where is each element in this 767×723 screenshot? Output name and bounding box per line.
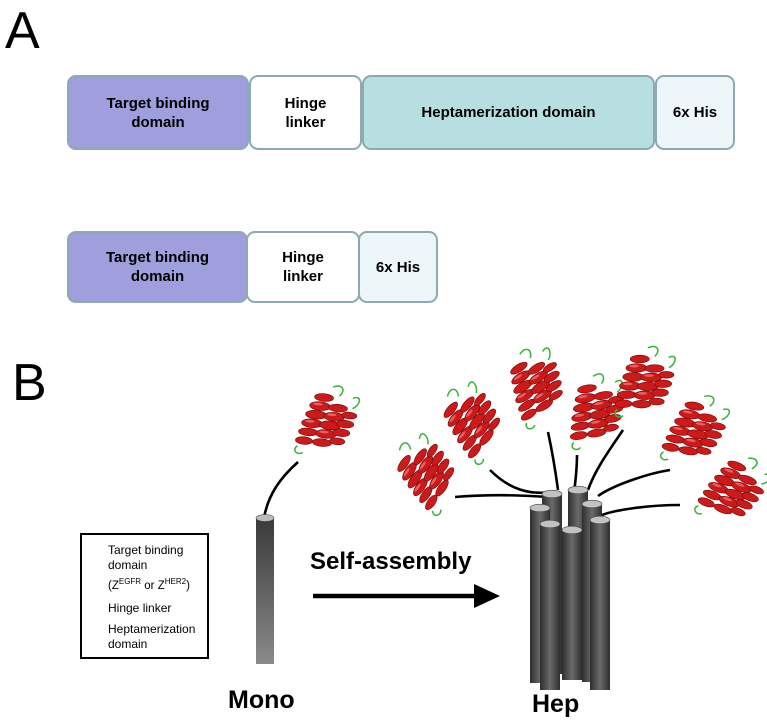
legend-hinge-label: Hinge linker [108,601,172,615]
hep-label: Hep [532,690,580,718]
legend-target-line2: domain [108,558,148,572]
legend-target-variants: (ZEGFR or ZHER2) [108,575,190,593]
legend [80,533,209,659]
legend-heptamerization-line1: Heptamerization [108,622,196,636]
his-tag-box: 6x His [655,75,735,150]
heptamerization-domain-box: Heptamerization domain [362,75,655,150]
legend-heptamerization-line2: domain [108,637,148,651]
mono-label: Mono [228,686,295,714]
panel-label-b: B [12,354,47,412]
target-binding-domain-box: Target binding domain [67,231,248,303]
legend-target-line1: Target binding [108,543,184,557]
target-binding-domain [287,376,368,471]
self-assembly-label: Self-assembly [310,548,472,575]
variant-close: ) [186,579,190,592]
hep-assembly [384,338,767,690]
heptamerization-cylinders [529,485,611,690]
his-tag-box: 6x His [358,231,438,303]
variant-mid: or Z [141,579,165,592]
mono-construct [255,376,368,664]
hinge-linker [262,461,299,519]
variant-sup-egfr: EGFR [118,577,142,586]
panel-label-a: A [5,2,40,60]
hinge-linkers [454,429,681,517]
hinge-linker-box: Hinge linker [246,231,360,303]
target-binding-domain-box: Target binding domain [67,75,249,150]
variant-sup-her2: HER2 [164,577,187,586]
hinge-linker-box: Hinge linker [249,75,362,150]
variant-open: (Z [108,579,119,592]
self-assembly-arrow [313,584,500,608]
heptamerization-cylinder [256,518,274,664]
